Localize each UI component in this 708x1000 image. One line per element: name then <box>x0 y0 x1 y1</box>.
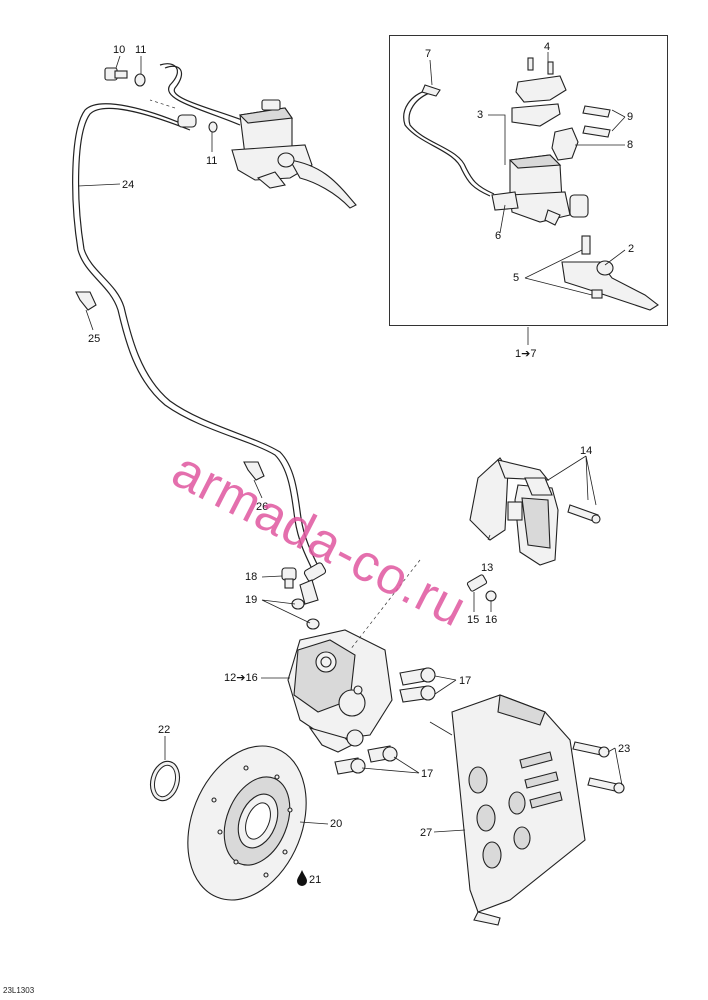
callout-24: 24 <box>122 179 135 191</box>
master-cylinder-assembly <box>231 99 357 209</box>
brake-disc <box>187 745 307 901</box>
pad-pins <box>567 504 601 524</box>
inset-clamp <box>551 127 579 161</box>
o-ring-inner <box>153 764 177 798</box>
inset-reservoir-cap <box>511 57 567 127</box>
callout-19: 19 <box>245 594 258 606</box>
leader-lines <box>77 52 626 833</box>
callout-21: 21 <box>309 874 322 886</box>
brake-pads <box>469 457 559 566</box>
callout-18: 18 <box>245 571 258 583</box>
alignment-line <box>349 559 421 651</box>
callout-2: 2 <box>628 243 635 255</box>
hose-banjo-fitting-upper <box>177 114 197 128</box>
callout-9: 9 <box>627 111 634 123</box>
hose-clamp-25 <box>75 291 97 311</box>
sealing-washer-lower <box>208 121 218 133</box>
brake-hose <box>72 63 322 576</box>
sealing-washer-upper <box>134 73 146 87</box>
callout-12-to-16: 12➔16 <box>224 672 258 684</box>
callout-16: 16 <box>485 614 498 626</box>
callout-3: 3 <box>477 109 484 121</box>
callout-22: 22 <box>158 724 171 736</box>
callout-6: 6 <box>495 230 502 242</box>
callout-10: 10 <box>113 44 126 56</box>
brake-caliper <box>287 629 393 753</box>
master-cylinder-detail-frame <box>389 35 668 326</box>
callout-20: 20 <box>330 818 343 830</box>
alignment-line-hose <box>149 99 176 109</box>
callout-13: 13 <box>481 562 494 574</box>
callout-17-upper: 17 <box>459 675 472 687</box>
callout-8: 8 <box>627 139 634 151</box>
drop-icon <box>297 870 307 886</box>
callout-23: 23 <box>618 743 631 755</box>
document-id: 23L1303 <box>3 986 35 995</box>
callout-1-to-7: 1➔7 <box>515 348 537 360</box>
guard-bolts <box>572 741 625 794</box>
callout-17-lower: 17 <box>421 768 434 780</box>
callout-26: 26 <box>256 501 269 513</box>
callout-27: 27 <box>420 827 433 839</box>
caliper-guard <box>429 694 586 926</box>
hose-lower-fitting <box>299 562 327 605</box>
inset-screws <box>582 105 611 138</box>
callout-7: 7 <box>425 48 432 60</box>
caliper-bolts-upper <box>399 667 436 703</box>
inset-lever <box>561 235 659 311</box>
callout-14: 14 <box>580 445 593 457</box>
callout-25: 25 <box>88 333 101 345</box>
banjo-bolt-lower <box>281 567 297 589</box>
callout-5: 5 <box>513 272 520 284</box>
callout-11-top: 11 <box>135 44 147 56</box>
banjo-bolt-upper <box>104 67 128 81</box>
callout-15: 15 <box>467 614 480 626</box>
inset-master-cylinder <box>491 154 589 226</box>
sealing-washer-19b <box>306 618 320 630</box>
callout-4: 4 <box>544 41 551 53</box>
inset-switch-wire <box>403 84 495 197</box>
callout-11-lower: 11 <box>206 155 218 167</box>
caliper-bolts-lower <box>334 745 398 775</box>
hose-clamp-26 <box>243 461 265 481</box>
